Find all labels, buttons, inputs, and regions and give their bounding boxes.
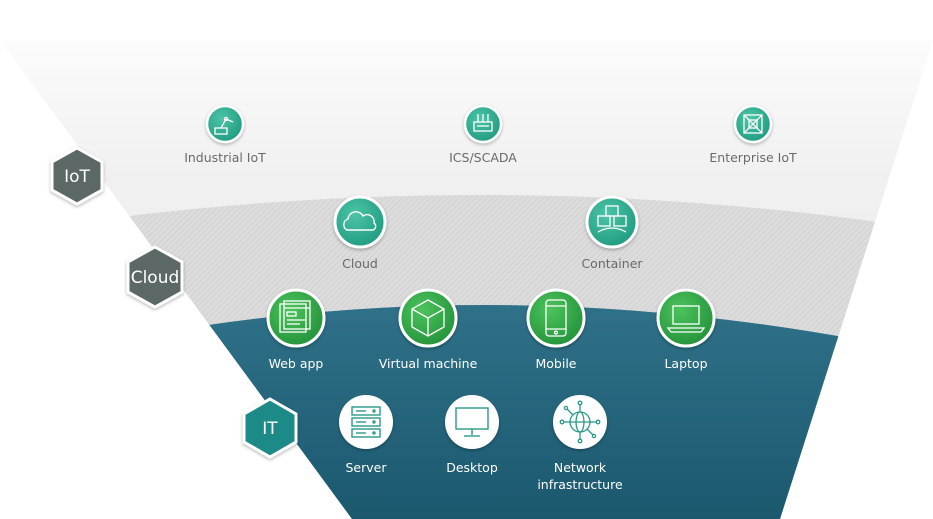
item-label: Container [581, 256, 643, 271]
item-industrial-iot: Industrial IoT [184, 104, 266, 165]
hex-label-iot: IoT [64, 167, 90, 187]
laptop-icon [656, 288, 716, 348]
item-label: Virtual machine [379, 356, 478, 371]
item-container: Container [581, 195, 643, 271]
item-label: Laptop [664, 356, 707, 371]
item-label: Mobile [535, 356, 576, 371]
desktop-monitor-icon [445, 395, 499, 449]
item-cloud: Cloud [333, 195, 387, 271]
item-label: Server [346, 460, 388, 475]
item-ics-scada: ICS/SCADA [449, 104, 517, 165]
item-label: Enterprise IoT [709, 150, 797, 165]
item-label: Cloud [342, 256, 378, 271]
industrial-robot-icon [205, 104, 245, 144]
item-web-app: Web app [266, 288, 326, 371]
item-laptop: Laptop [656, 288, 716, 371]
hex-label-cloud: Cloud [131, 268, 180, 288]
item-mobile: Mobile [526, 288, 586, 371]
item-label-line-2: infrastructure [537, 477, 623, 492]
item-network-infrastructure: Network infrastructure [537, 395, 623, 492]
item-desktop: Desktop [445, 395, 499, 475]
scada-controller-icon [463, 104, 503, 144]
item-label: Desktop [446, 460, 498, 475]
item-label: Industrial IoT [184, 150, 266, 165]
item-virtual-machine: Virtual machine [379, 288, 478, 371]
item-label: Web app [269, 356, 324, 371]
item-enterprise-iot: Enterprise IoT [709, 104, 797, 165]
mobile-phone-icon [526, 288, 586, 348]
item-label: ICS/SCADA [449, 150, 517, 165]
item-label: Network [554, 460, 607, 475]
hex-label-it: IT [262, 419, 278, 439]
hex-tag-it: IT [242, 397, 298, 459]
item-server: Server [339, 395, 393, 475]
hex-tag-iot: IoT [50, 146, 104, 206]
hex-tag-cloud: Cloud [126, 245, 184, 309]
web-app-icon [266, 288, 326, 348]
container-cubes-icon [585, 195, 639, 249]
cloud-icon [333, 195, 387, 249]
